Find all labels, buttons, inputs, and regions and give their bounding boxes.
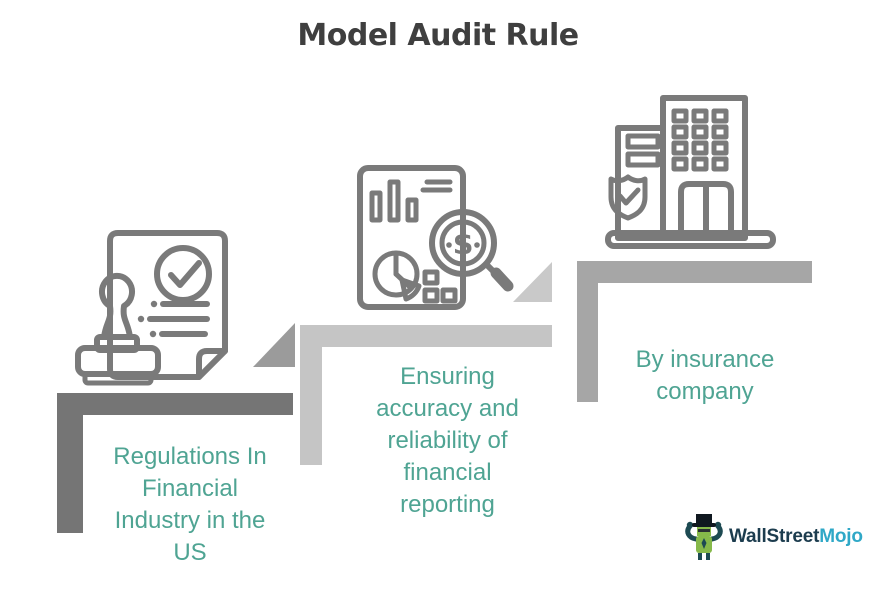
step-1-label: Regulations In Financial Industry in the…: [70, 441, 310, 569]
logo-wordmark: WallStreetMojo: [729, 526, 863, 548]
step-2-bar-horizontal: [300, 325, 552, 347]
step-2-label-line: Ensuring: [400, 363, 495, 390]
step-2-label: Ensuring accuracy and reliability of fin…: [345, 361, 550, 521]
mascot-icon: [685, 514, 723, 560]
logo-text-mojo: Mojo: [819, 526, 863, 547]
report-page-shape: [357, 165, 466, 310]
step-2-label-line: accuracy and: [376, 395, 519, 422]
step-2-label-line: financial: [403, 459, 492, 486]
step-2-label-line: reliability of: [387, 427, 508, 454]
step-2-bar-vertical: [300, 325, 322, 465]
main-building-shape: [660, 95, 748, 241]
step-2-label-line: reporting: [400, 491, 495, 518]
step-3-label: By insurance company: [596, 344, 814, 408]
step-1-bar-horizontal: [57, 393, 293, 415]
rubber-stamp-icon: [75, 272, 161, 386]
check-circle-icon: [154, 245, 212, 303]
step-3-label-line: company: [656, 378, 754, 405]
step-1-label-line: Industry in the: [114, 507, 266, 534]
insurance-company-building-icon: [605, 95, 776, 249]
step-1-label-line: Regulations In: [113, 443, 267, 470]
step-1-label-line: Financial: [141, 475, 239, 502]
stamp-approved-document-icon: [75, 230, 228, 386]
step-1-bar-vertical: [57, 393, 83, 533]
data-squares: [422, 269, 458, 304]
step-3-bar-vertical: [577, 261, 598, 402]
document-text-lines: [137, 300, 210, 338]
page-title: Model Audit Rule: [297, 18, 579, 53]
financial-report-magnifier-icon: $: [357, 165, 514, 310]
step-3-bar-horizontal: [577, 261, 812, 283]
pie-chart-icon: [372, 250, 422, 302]
bar-chart-icon: [369, 179, 419, 223]
report-header-lines: [420, 179, 453, 193]
shield-check-icon: [608, 174, 648, 221]
dollar-magnifier-icon: $: [429, 209, 514, 292]
step-3-label-line: By insurance: [635, 346, 775, 373]
step-1-label-line: US: [173, 539, 207, 566]
dollar-sign: $: [453, 227, 474, 262]
building-base-shape: [605, 230, 776, 249]
logo-text-wallstreet: WallStreet: [729, 526, 820, 547]
wallstreetmojo-logo: WallStreetMojo: [684, 512, 863, 562]
